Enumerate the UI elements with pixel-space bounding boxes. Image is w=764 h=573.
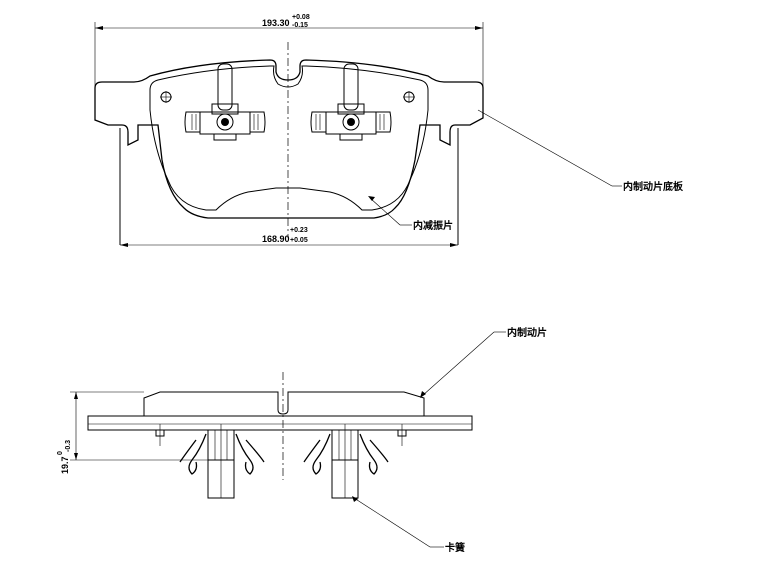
backplate-outline: [94, 59, 484, 219]
backplate-side: [87, 415, 473, 431]
mounting-hole-left: [160, 91, 172, 103]
shim-outline: [149, 65, 429, 211]
clip-side-left: [179, 424, 265, 499]
clip-side-right: [303, 424, 389, 499]
rivet-left: [155, 424, 165, 446]
width-dim-tol-lower: -0.15: [292, 22, 308, 29]
inner-dim-nominal: 168.90: [262, 234, 290, 244]
clip-assembly-right: [310, 63, 392, 141]
label-pad: 内制动片: [507, 326, 547, 339]
width-dim-tol-upper: +0.08: [292, 14, 310, 21]
inner-dim-tol-lower: +0.05: [290, 237, 308, 244]
friction-pad-side: [143, 391, 425, 416]
inner-dim-tol-upper: +0.23: [290, 227, 308, 234]
label-backplate: 内制动片底板: [623, 180, 684, 193]
thickness-dim-tol-upper: 0: [57, 451, 64, 455]
label-clip: 卡簧: [445, 541, 465, 554]
side-view: 19.7 0 -0.3 内制动片 卡簧: [57, 326, 547, 554]
label-shim: 内减振片: [413, 219, 453, 232]
width-dim-nominal: 193.30: [262, 18, 290, 28]
rivet-right: [397, 424, 407, 446]
mounting-hole-right: [403, 91, 415, 103]
thickness-dim-nominal: 19.7: [60, 456, 70, 474]
top-view: 193.30 +0.08 -0.15: [94, 14, 684, 247]
thickness-dim-tol-lower: -0.3: [65, 440, 72, 452]
clip-assembly-left: [184, 63, 266, 141]
